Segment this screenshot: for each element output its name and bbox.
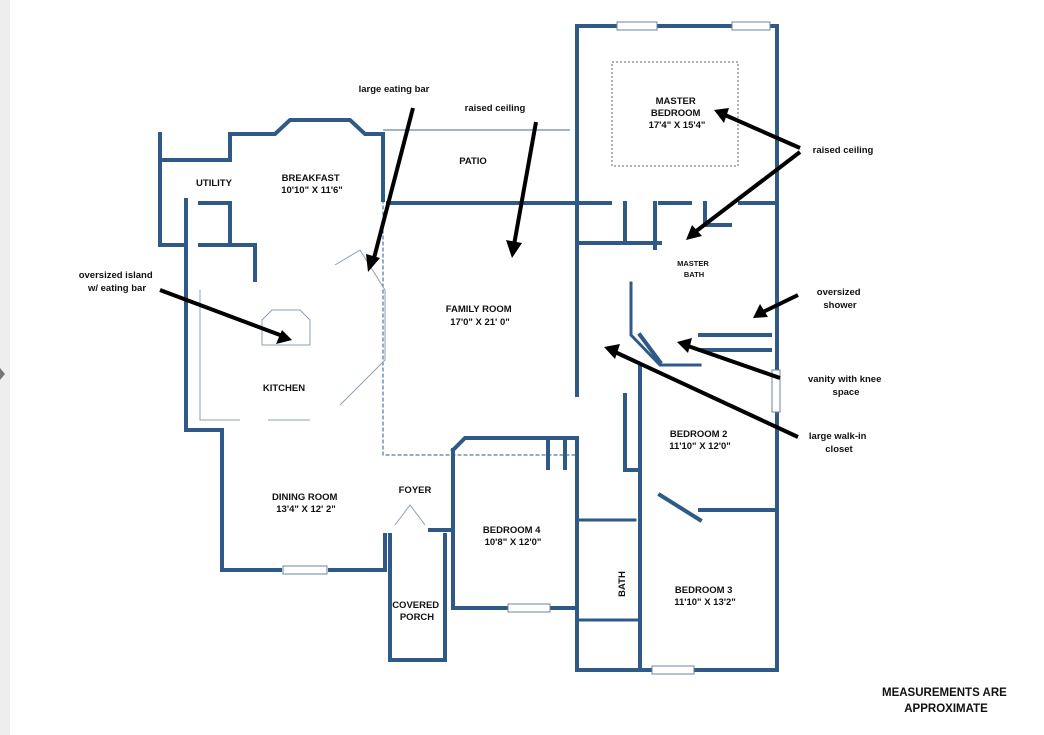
covered-porch-label: COVERED PORCH (392, 600, 442, 623)
vanity-wall (629, 281, 702, 367)
bedroom-2-label: BEDROOM 2 11'10" X 12'0" (669, 429, 731, 452)
bedroom-3-label: BEDROOM 3 11'10" X 13'2" (674, 585, 736, 608)
annotation-arrows (159, 107, 802, 439)
utility-label: UTILITY (196, 178, 233, 189)
vanity-angle (637, 332, 663, 365)
arrow-shower-head (753, 304, 768, 318)
arrow-master-ceiling-1 (724, 113, 801, 150)
arrow-vanity (687, 344, 781, 380)
oversized-shower-label: oversized shower (817, 287, 863, 311)
bedroom-4-label: BEDROOM 4 10'8" X 12'0" (483, 525, 543, 548)
oversized-island-label: oversized island w/ eating bar (79, 270, 156, 294)
bed2-closet-wall (623, 393, 642, 472)
eating-bar-outline (334, 249, 386, 406)
arrow-raised-ceiling-family-head (506, 240, 522, 258)
vanity-knee-space-label: vanity with knee space (808, 374, 884, 398)
family-room-label: FAMILY ROOM 17'0" X 21' 0" (446, 304, 515, 328)
breakfast-label: BREAKFAST 10'10" X 11'6" (281, 173, 343, 196)
island-outline (261, 309, 311, 346)
master-window-left (616, 21, 658, 31)
walk-in-closet-label: large walk-in closet (809, 431, 869, 455)
master-window-right (731, 21, 771, 31)
arrow-island (159, 288, 281, 337)
dining-window (282, 565, 328, 575)
arrow-vanity-head (677, 338, 692, 353)
arrow-closet-head (604, 344, 620, 359)
arrow-master-ceiling-2 (693, 150, 802, 234)
arrow-island-head (276, 330, 292, 344)
family-dashed-boundary (382, 199, 578, 456)
arrow-master-ceiling-2-head (686, 225, 702, 240)
bed4-top-wall (450, 436, 579, 453)
arrow-raised-ceiling-family (512, 121, 538, 246)
master-bedroom-label: MASTER BEDROOM 17'4" X 15'4" (649, 96, 706, 131)
breakfast-bay-wall (158, 118, 385, 202)
foyer-label: FOYER (399, 485, 432, 496)
porch-walls (388, 533, 447, 662)
raised-ceiling-master-label: raised ceiling (813, 145, 874, 156)
arrow-eating-bar (371, 107, 415, 263)
patio-label: PATIO (459, 156, 487, 167)
page-edge (0, 0, 10, 735)
master-raised-ceiling-outline (611, 61, 739, 167)
bed4-closet-wall (546, 436, 579, 507)
bed2-window (771, 369, 781, 413)
dining-room-label: DINING ROOM 13'4" X 12' 2" (272, 492, 340, 515)
kitchen-counter (199, 290, 310, 421)
raised-ceiling-family-label: raised ceiling (465, 103, 526, 114)
arrow-closet (614, 350, 799, 439)
arrow-eating-bar-head (366, 254, 380, 272)
large-eating-bar-label: large eating bar (359, 84, 430, 95)
bath-label: BATH (617, 571, 628, 597)
bed2-bottom-wall (657, 492, 779, 523)
bed4-window (507, 603, 551, 613)
room-labels: MASTER BEDROOM 17'4" X 15'4" BREAKFAST 1… (196, 96, 736, 623)
master-wing-outer-wall (575, 24, 779, 672)
kitchen-label: KITCHEN (263, 383, 305, 394)
arrow-shower (762, 293, 799, 314)
arrow-master-ceiling-1-head (714, 108, 729, 123)
page-arrow-icon (0, 368, 5, 380)
measurements-note: MEASUREMENTS ARE APPROXIMATE (882, 687, 1010, 715)
foyer-door-swing (394, 504, 426, 526)
walls (158, 21, 781, 675)
annotation-labels: large eating bar raised ceiling raised c… (79, 84, 884, 455)
kitchen-dining-outer-wall (184, 198, 387, 572)
utility-left-wall (158, 132, 188, 247)
utility-closet-walls (198, 201, 257, 282)
bath-walls (575, 518, 642, 622)
master-bath-label: MASTER BATH (677, 259, 711, 279)
bed3-window (651, 665, 695, 675)
shower-walls (698, 333, 772, 352)
